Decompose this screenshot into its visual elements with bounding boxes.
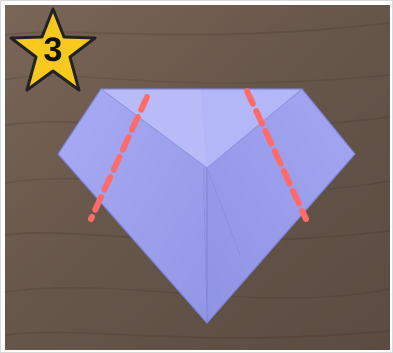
step-number: 3 bbox=[7, 30, 99, 70]
step-badge: 3 bbox=[7, 7, 99, 95]
